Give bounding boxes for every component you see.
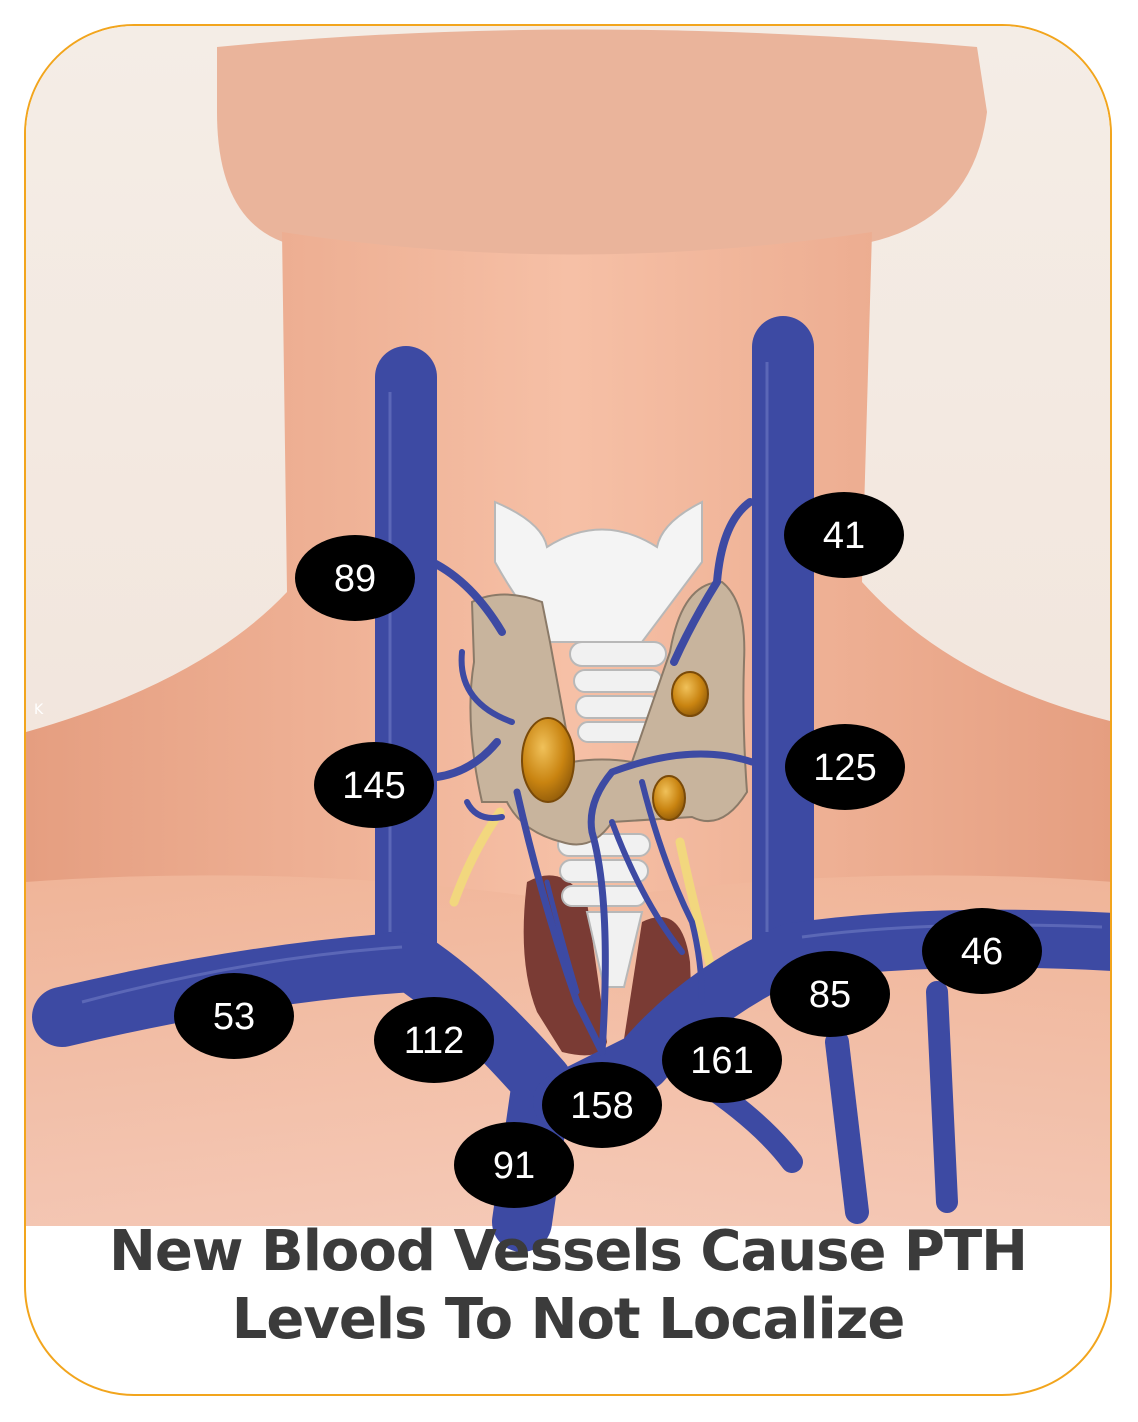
adenoma-upper-right xyxy=(672,672,708,716)
label-85-text: 85 xyxy=(809,974,851,1016)
label-125-text: 125 xyxy=(813,747,876,789)
label-91-text: 91 xyxy=(493,1145,535,1187)
label-53-text: 53 xyxy=(213,996,255,1038)
label-161-text: 161 xyxy=(690,1040,753,1082)
label-85: 85 xyxy=(770,951,890,1037)
label-158-text: 158 xyxy=(570,1085,633,1127)
label-89-text: 89 xyxy=(334,558,376,600)
figure-caption: New Blood Vessels Cause PTH Levels To No… xyxy=(26,1218,1110,1354)
label-125: 125 xyxy=(785,724,905,810)
label-53: 53 xyxy=(174,973,294,1059)
adenoma-lower-right xyxy=(653,776,685,820)
label-145: 145 xyxy=(314,742,434,828)
adenoma-large xyxy=(522,718,574,802)
neck-illustration: 89 41 145 125 46 53 85 112 xyxy=(26,26,1112,1396)
label-41-text: 41 xyxy=(823,515,865,557)
label-161: 161 xyxy=(662,1017,782,1103)
label-158: 158 xyxy=(542,1062,662,1148)
label-89: 89 xyxy=(295,535,415,621)
label-46-text: 46 xyxy=(961,931,1003,973)
label-41: 41 xyxy=(784,492,904,578)
artist-mark: K xyxy=(34,702,43,718)
label-91: 91 xyxy=(454,1122,574,1208)
chin-shape xyxy=(217,30,987,260)
label-145-text: 145 xyxy=(342,765,405,807)
label-46: 46 xyxy=(922,908,1042,994)
label-112-text: 112 xyxy=(404,1020,465,1062)
figure-frame: 89 41 145 125 46 53 85 112 xyxy=(24,24,1112,1396)
caption-line-2: Levels To Not Localize xyxy=(26,1286,1110,1354)
label-112: 112 xyxy=(374,997,494,1083)
caption-line-1: New Blood Vessels Cause PTH xyxy=(26,1218,1110,1286)
